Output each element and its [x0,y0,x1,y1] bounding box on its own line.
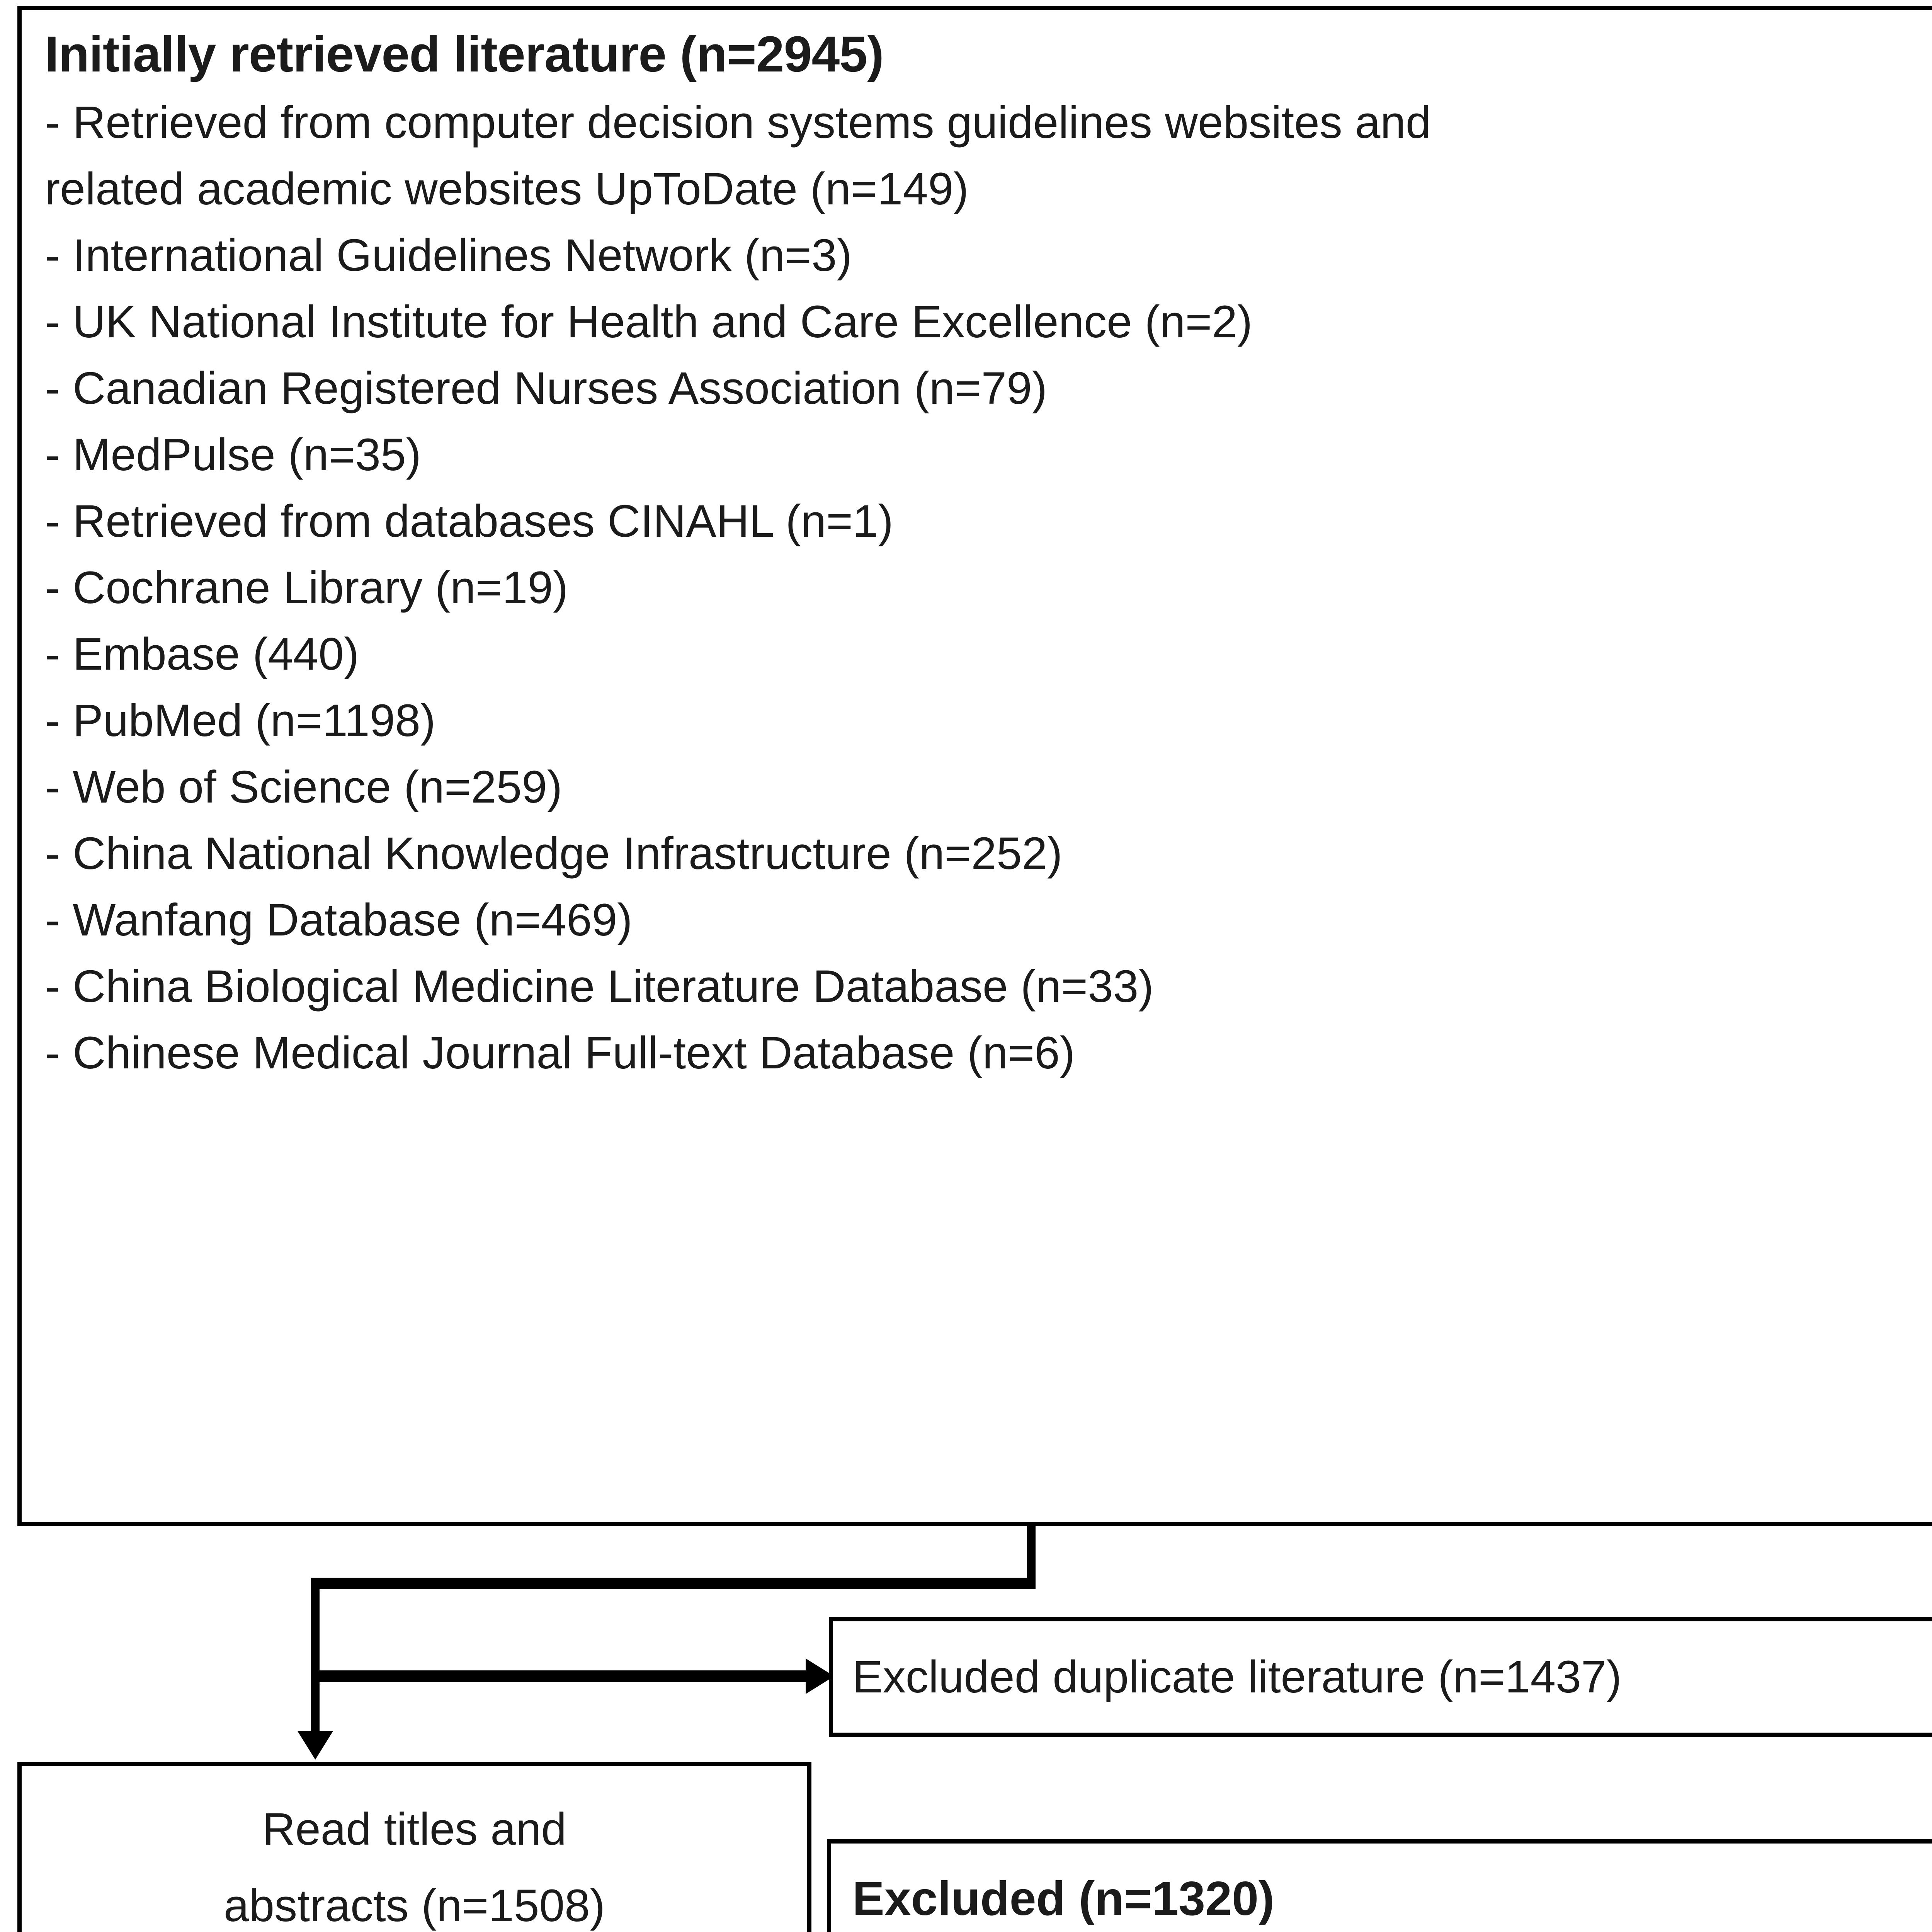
list-item: - Retrieved from databases CINAHL (n=1) [45,496,893,547]
duplicates-box: Excluded duplicate literature (n=1437) [829,1617,1932,1737]
duplicates-label: Excluded duplicate literature (n=1437) [852,1651,1622,1702]
list-item: - Cochrane Library (n=19) [45,562,568,613]
screening-content: Read titles and abstracts (n=1508) [22,1766,807,1932]
list-item: - UK National Institute for Health and C… [45,296,1253,347]
screening-line-1: Read titles and [262,1803,567,1855]
excluded-screening-title: Excluded (n=1320) [852,1872,1275,1925]
list-item: - Retrieved from computer decision syste… [45,97,1431,148]
connector-to-duplicates [311,1670,811,1682]
list-item: related academic websites UpToDate (n=14… [45,163,969,214]
connector-spine-to-screening [311,1578,320,1732]
connector-identification-left [311,1578,1036,1589]
excluded-screening-box: Excluded (n=1320) - Title not relevant (… [827,1839,1932,1932]
list-item: - Chinese Medical Journal Full-text Data… [45,1027,1075,1078]
list-item: - China Biological Medicine Literature D… [45,961,1154,1012]
list-item: - Canadian Registered Nurses Association… [45,363,1048,414]
list-item: - Wanfang Database (n=469) [45,895,633,946]
screening-line-2: abstracts (n=1508) [223,1880,605,1931]
list-item: - Embase (440) [45,629,359,680]
arrow-down-to-screening [298,1731,333,1760]
list-item: - International Guidelines Network (n=3) [45,230,852,281]
list-item: - China National Knowledge Infrastructur… [45,828,1063,879]
identification-source-list: - Retrieved from computer decision syste… [45,96,1932,1079]
duplicates-content: Excluded duplicate literature (n=1437) [852,1621,1932,1733]
identification-box: Initially retrieved literature (n=2945) … [17,6,1932,1526]
screening-box: Read titles and abstracts (n=1508) [17,1762,811,1932]
excluded-screening-content: Excluded (n=1320) - Title not relevant (… [852,1871,1932,1932]
identification-title: Initially retrieved literature (n=2945) [45,26,884,82]
list-item: - MedPulse (n=35) [45,429,421,480]
connector-identification-down [1027,1526,1036,1586]
list-item: - PubMed (n=1198) [45,695,436,746]
list-item: - Web of Science (n=259) [45,762,563,813]
identification-content: Initially retrieved literature (n=2945) … [45,25,1932,1079]
